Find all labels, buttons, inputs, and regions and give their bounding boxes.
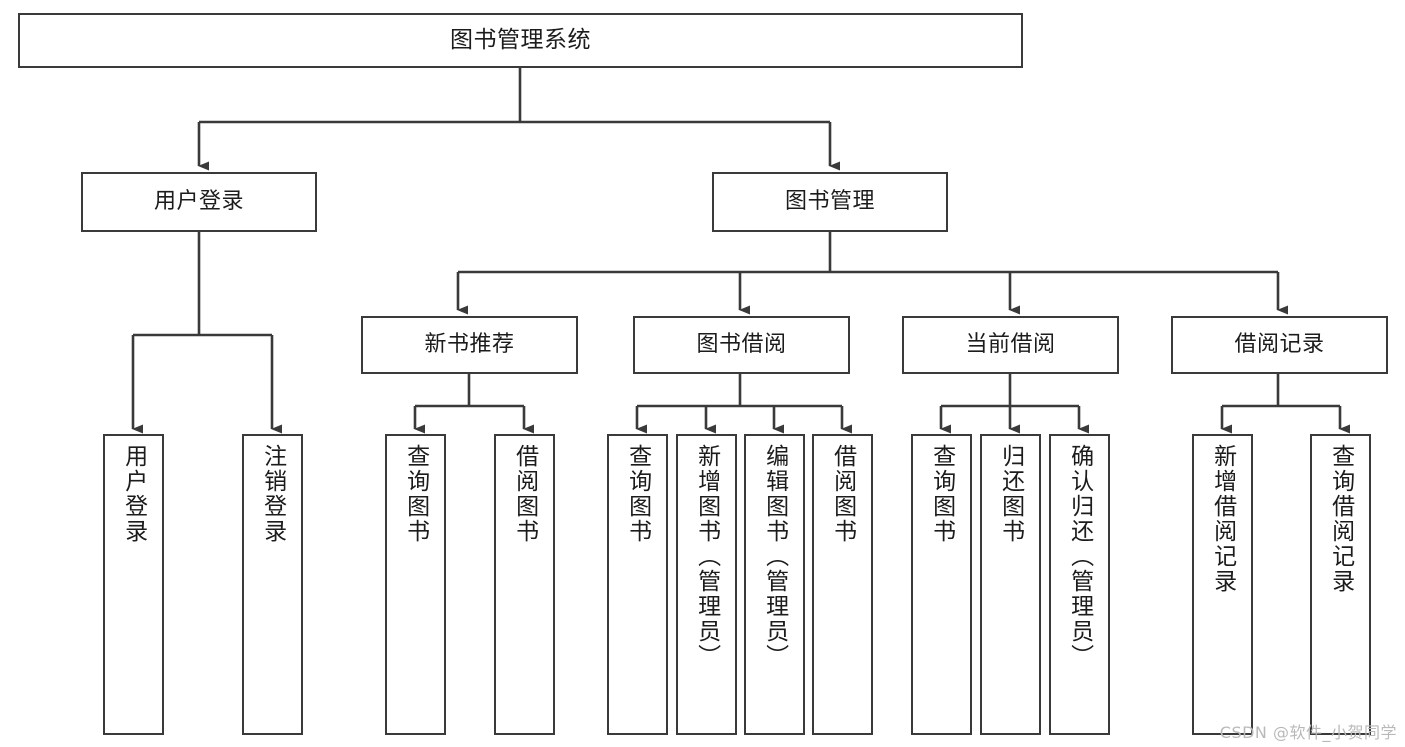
node-current-borrow-label: 当前借阅: [965, 332, 1056, 358]
node-new-book-rec[interactable]: 新书推荐: [361, 316, 578, 374]
node-leaf-query-record-label: 查询借阅记录: [1327, 444, 1354, 594]
node-current-borrow[interactable]: 当前借阅: [902, 316, 1119, 374]
node-leaf-user-login-label: 用户登录: [120, 444, 147, 544]
node-leaf-query-record[interactable]: 查询借阅记录: [1310, 434, 1371, 735]
node-root[interactable]: 图书管理系统: [18, 13, 1023, 68]
node-new-book-rec-label: 新书推荐: [424, 332, 515, 358]
node-leaf-return-book-label: 归还图书: [997, 444, 1024, 544]
node-borrow-record-label: 借阅记录: [1234, 332, 1325, 358]
node-leaf-query-book-1[interactable]: 查询图书: [385, 434, 446, 735]
node-leaf-confirm-return[interactable]: 确认归还（管理员）: [1049, 434, 1110, 735]
node-leaf-add-record-label: 新增借阅记录: [1209, 444, 1236, 594]
node-leaf-logout[interactable]: 注销登录: [242, 434, 303, 735]
node-leaf-user-login[interactable]: 用户登录: [103, 434, 164, 735]
node-leaf-edit-book-label: 编辑图书（管理员）: [761, 444, 788, 669]
node-user-login-label: 用户登录: [153, 189, 244, 215]
node-leaf-return-book[interactable]: 归还图书: [980, 434, 1041, 735]
node-leaf-borrow-book-1-label: 借阅图书: [511, 444, 538, 544]
node-leaf-logout-label: 注销登录: [259, 444, 286, 544]
node-leaf-add-record[interactable]: 新增借阅记录: [1192, 434, 1253, 735]
node-book-borrow-label: 图书借阅: [696, 332, 787, 358]
node-leaf-edit-book[interactable]: 编辑图书（管理员）: [744, 434, 805, 735]
node-leaf-add-book[interactable]: 新增图书（管理员）: [676, 434, 737, 735]
node-leaf-query-book-2[interactable]: 查询图书: [607, 434, 668, 735]
node-leaf-query-book-1-label: 查询图书: [402, 444, 429, 544]
node-book-manage[interactable]: 图书管理: [712, 172, 948, 232]
node-leaf-borrow-book-2[interactable]: 借阅图书: [812, 434, 873, 735]
node-leaf-query-book-3-label: 查询图书: [928, 444, 955, 544]
node-leaf-query-book-3[interactable]: 查询图书: [911, 434, 972, 735]
node-leaf-add-book-label: 新增图书（管理员）: [693, 444, 720, 669]
node-user-login[interactable]: 用户登录: [81, 172, 317, 232]
csdn-watermark: CSDN @软件_小贺同学: [1219, 723, 1397, 742]
node-borrow-record[interactable]: 借阅记录: [1171, 316, 1388, 374]
node-book-borrow[interactable]: 图书借阅: [633, 316, 850, 374]
node-leaf-query-book-2-label: 查询图书: [624, 444, 651, 544]
node-leaf-confirm-return-label: 确认归还（管理员）: [1066, 444, 1093, 669]
node-root-label: 图书管理系统: [450, 26, 591, 53]
node-leaf-borrow-book-1[interactable]: 借阅图书: [494, 434, 555, 735]
node-book-manage-label: 图书管理: [784, 189, 875, 215]
node-leaf-borrow-book-2-label: 借阅图书: [829, 444, 856, 544]
